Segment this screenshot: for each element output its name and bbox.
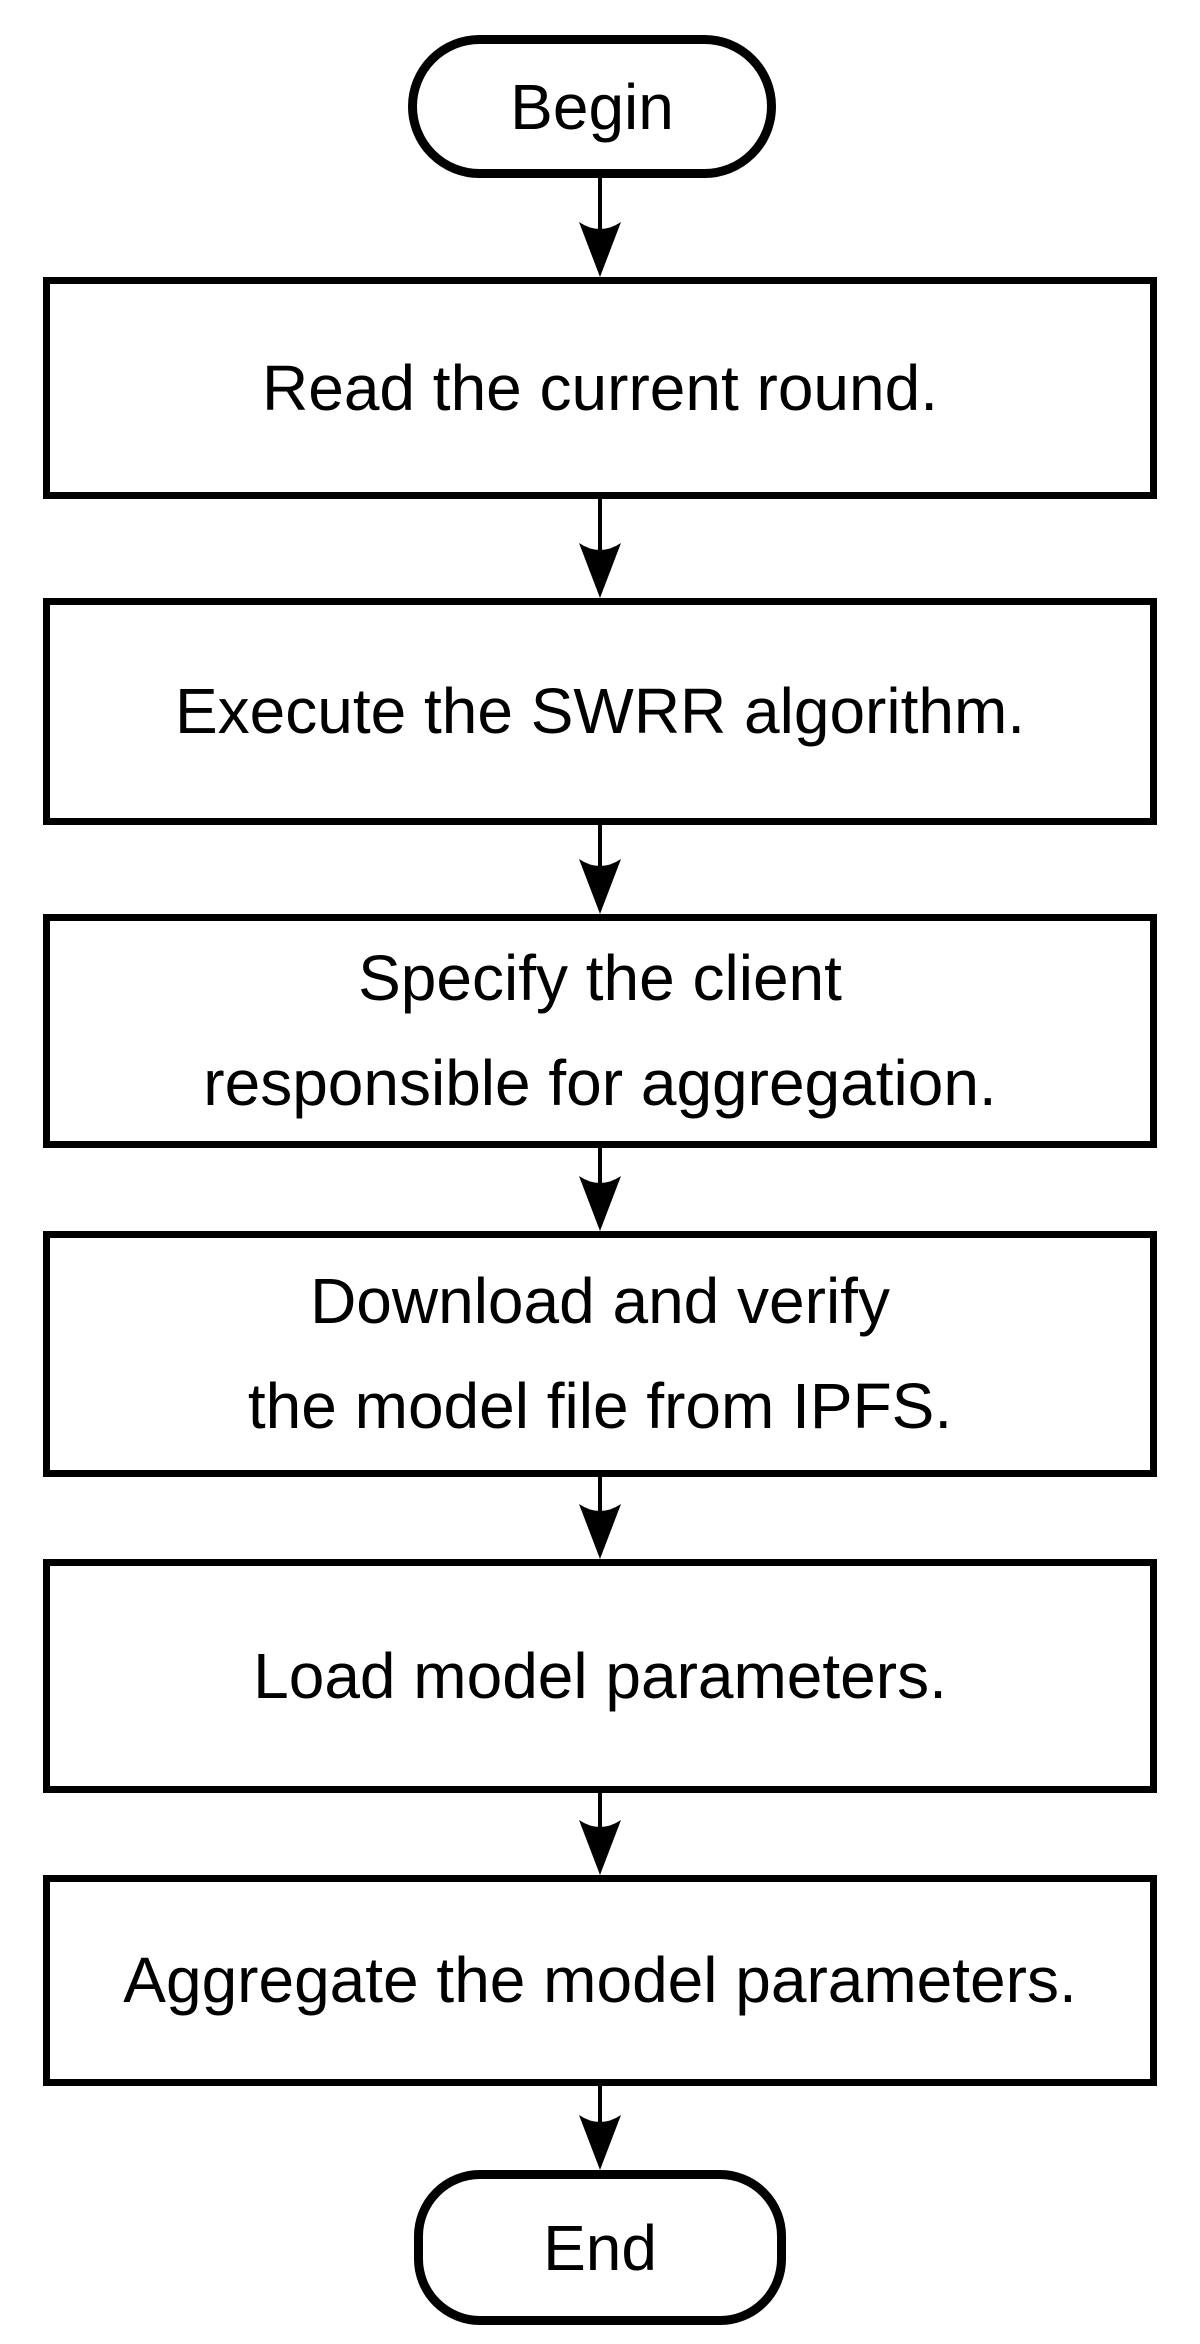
arrow-down-icon xyxy=(579,1477,621,1559)
process-label: Read the current round. xyxy=(262,351,938,424)
process-box-aggregate-parameters: Aggregate the model parameters. xyxy=(43,1875,1157,2086)
flow-arrow-7 xyxy=(570,2086,630,2170)
process-box-specify-client: Specify the client responsible for aggre… xyxy=(43,914,1157,1148)
process-box-execute-swrr: Execute the SWRR algorithm. xyxy=(43,598,1157,825)
process-label-line-1: Specify the client xyxy=(358,942,842,1014)
flow-arrow-4 xyxy=(570,1148,630,1231)
flow-arrow-5 xyxy=(570,1477,630,1559)
end-terminator-node: End xyxy=(414,2170,786,2325)
flow-arrow-1 xyxy=(570,178,630,277)
process-label: Execute the SWRR algorithm. xyxy=(174,675,1026,747)
process-label: Load model parameters. xyxy=(253,1639,947,1712)
process-label: Aggregate the model parameters. xyxy=(123,1944,1077,2016)
arrow-down-icon xyxy=(579,178,621,277)
begin-label: Begin xyxy=(510,70,674,143)
process-label-line-2: responsible for aggregation. xyxy=(203,1047,997,1119)
flow-arrow-2 xyxy=(570,499,630,598)
process-label-line-1: Download and verify xyxy=(310,1265,890,1337)
end-label: End xyxy=(543,2211,657,2284)
process-box-load-parameters: Load model parameters. xyxy=(43,1559,1157,1793)
arrow-down-icon xyxy=(579,499,621,598)
process-box-read-round: Read the current round. xyxy=(43,277,1157,499)
process-box-download-verify: Download and verify the model file from … xyxy=(43,1231,1157,1477)
arrow-down-icon xyxy=(579,1793,621,1875)
arrow-down-icon xyxy=(579,1148,621,1231)
flow-arrow-3 xyxy=(570,825,630,914)
flow-arrow-6 xyxy=(570,1793,630,1875)
arrow-down-icon xyxy=(579,825,621,914)
arrow-down-icon xyxy=(579,2086,621,2170)
begin-terminator-node: Begin xyxy=(408,35,776,178)
process-label-line-2: the model file from IPFS. xyxy=(247,1370,953,1442)
